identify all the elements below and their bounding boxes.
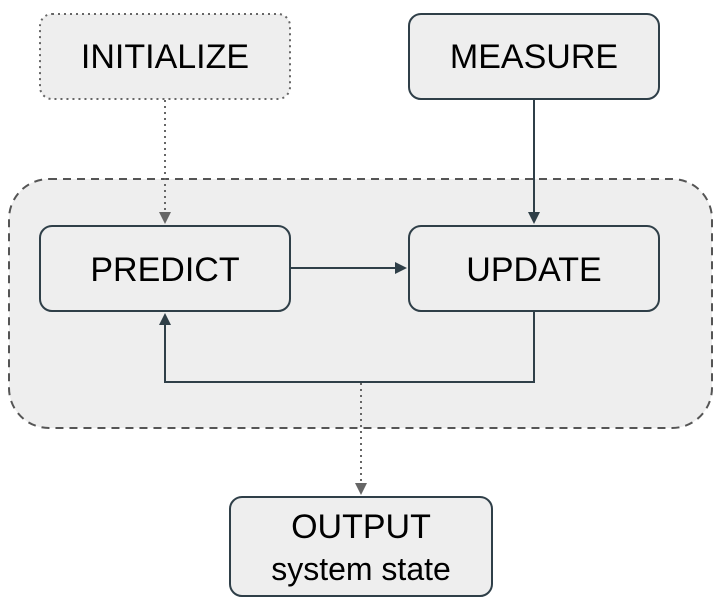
predict-label: PREDICT [90,251,239,289]
update-box [408,225,660,312]
output-label: OUTPUT [291,508,431,546]
update-node: UPDATE [408,225,660,312]
measure-label: MEASURE [450,38,618,76]
predict-node: PREDICT [39,225,291,312]
measure-box [408,13,660,100]
initialize-label: INITIALIZE [81,38,249,76]
output-box [229,496,493,597]
initialize-box [39,13,291,100]
predict-box [39,225,291,312]
initialize-node: INITIALIZE [39,13,291,100]
update-label: UPDATE [466,251,601,289]
measure-node: MEASURE [408,13,660,100]
edge-update-to-predict-loop [159,312,535,383]
output-sublabel: system state [271,551,451,587]
output-node: OUTPUT system state [229,496,493,597]
